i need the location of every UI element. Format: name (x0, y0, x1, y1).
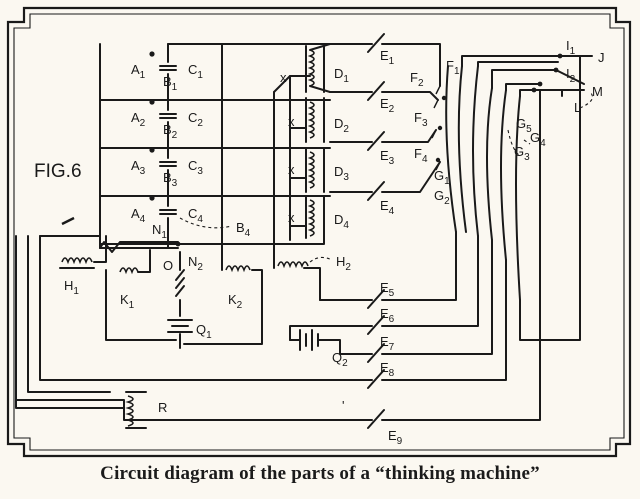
label-C3: C3 (188, 158, 203, 177)
label-K2: K2 (228, 292, 243, 311)
label-E2: E2 (380, 96, 395, 115)
label-N1: N1 (152, 222, 167, 241)
relay-x-3: x (288, 162, 295, 177)
relay-bank (221, 43, 331, 249)
figure-tag: FIG.6 (34, 161, 82, 182)
label-D2: D2 (334, 116, 349, 135)
switch-labels: E1 E2 E3 E4 (380, 48, 395, 217)
label-Q2: Q2 (332, 350, 348, 369)
label-H2: H2 (336, 254, 351, 273)
label-G2: G2 (434, 188, 450, 207)
switch-labels-lower: E5 E6 E7 E8 E9 R ' (158, 280, 403, 447)
label-I1: I1 (566, 38, 576, 57)
lower-section (15, 235, 333, 401)
label-E7: E7 (380, 334, 395, 353)
label-E1: E1 (380, 48, 395, 67)
commutator-labels: F1 F2 F3 F4 G1 G2 G3 G4 G5 I1 I2 J M L (410, 38, 605, 207)
label-D4: D4 (334, 212, 349, 231)
label-N2: N2 (188, 254, 203, 273)
label-B2: B2 (163, 122, 178, 141)
label-F3: F3 (414, 110, 428, 129)
label-C2: C2 (188, 110, 203, 129)
relay-labels: x D1 x D2 x D3 x D4 (280, 66, 349, 231)
label-C4: C4 (188, 206, 203, 225)
label-B1: B1 (163, 74, 178, 93)
label-G4: G4 (530, 130, 546, 149)
label-D3: D3 (334, 164, 349, 183)
inner-frame (13, 13, 625, 451)
stray-tick: ' (342, 398, 344, 413)
label-B4: B4 (236, 220, 251, 239)
label-A2: A2 (131, 110, 146, 129)
label-A1: A1 (131, 62, 146, 81)
label-G5: G5 (516, 116, 532, 135)
contact-labels: A1 B1 C1 A2 B2 C2 A3 B3 C3 A4 C4 B4 (131, 62, 251, 239)
label-E9: E9 (388, 428, 403, 447)
label-E3: E3 (380, 148, 395, 167)
label-A3: A3 (131, 158, 146, 177)
label-G1: G1 (434, 168, 450, 187)
label-H1: H1 (64, 278, 79, 297)
label-Q1: Q1 (196, 322, 212, 341)
label-F2: F2 (410, 70, 424, 89)
lower-labels: N1 O N2 H1 K1 K2 H2 Q1 Q2 (64, 222, 351, 369)
label-D1: D1 (334, 66, 349, 85)
label-C1: C1 (188, 62, 203, 81)
label-I2: I2 (566, 66, 576, 85)
figure-caption: Circuit diagram of the parts of a “think… (100, 463, 540, 484)
relay-x-2: x (288, 114, 295, 129)
label-J: J (598, 50, 605, 65)
label-L: L (574, 100, 581, 115)
label-O: O (163, 258, 173, 273)
outer-frame (6, 6, 632, 458)
commutator (431, 53, 593, 301)
label-E4: E4 (380, 198, 395, 217)
label-M: M (592, 84, 603, 99)
stray-mark (61, 216, 75, 226)
label-K1: K1 (120, 292, 135, 311)
relay-x-top: x (280, 70, 287, 85)
label-R: R (158, 400, 167, 415)
circuit-diagram: FIG.6 A1 B1 C1 A2 B2 C2 A3 B3 C3 A4 (6, 6, 632, 458)
label-E5: E5 (380, 280, 395, 299)
label-G3: G3 (514, 144, 530, 163)
label-A4: A4 (131, 206, 146, 225)
label-E8: E8 (380, 360, 395, 379)
label-E6: E6 (380, 306, 395, 325)
label-F1: F1 (446, 58, 460, 77)
label-B3: B3 (163, 170, 178, 189)
relay-x-4: x (288, 210, 295, 225)
label-F4: F4 (414, 146, 428, 165)
switches-E5-E9 (15, 55, 581, 429)
contact-block (99, 43, 331, 249)
